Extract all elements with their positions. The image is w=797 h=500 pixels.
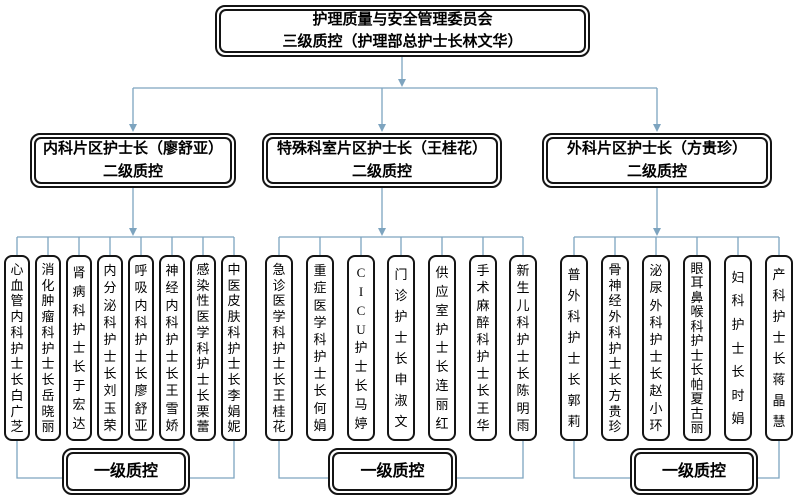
level1-label: 一级质控: [661, 462, 726, 480]
level1-box: 一级质控: [62, 448, 190, 495]
unit-box: 感染性医学科护士长栗蕾: [190, 255, 216, 441]
unit-box: 供应室护士长连丽红: [428, 255, 456, 441]
level1-box: 一级质控: [328, 448, 457, 495]
unit-box: 产科护士长蒋晶慧: [765, 255, 793, 441]
unit-box: 重症医学科护士长何娟: [306, 255, 334, 441]
arrowheads: [129, 79, 661, 236]
committee-title: 护理质量与安全管理委员会: [312, 11, 493, 28]
unit-box: 普外科护士长郭莉: [560, 255, 588, 441]
level2-subtitle: 二级质控: [351, 163, 412, 180]
unit-box: 心血管内科护士长白广芝: [4, 255, 30, 441]
unit-box: 眼耳鼻喉科护士长帕夏古丽: [683, 255, 711, 441]
level1-box: 一级质控: [630, 448, 758, 495]
unit-box: 神经内科护士长王雪娇: [159, 255, 185, 441]
committee-subtitle: 三级质控（护理部总护士长林文华）: [282, 34, 523, 50]
unit-box: 骨神经外科护士长方贵珍: [601, 255, 629, 441]
unit-box: 手术麻醉科护士长王华: [469, 255, 497, 441]
level2-box-surgery: 外科片区护士长（方贵珍） 二级质控: [542, 133, 772, 188]
level2-subtitle: 二级质控: [102, 163, 163, 180]
unit-box: 妇科护士长时娟: [724, 255, 752, 441]
level2-subtitle: 二级质控: [626, 163, 687, 180]
unit-box: 门诊护士长申淑文: [387, 255, 415, 441]
level2-title: 外科片区护士长（方贵珍）: [566, 141, 747, 157]
level2-box-special-depts: 特殊科室片区护士长（王桂花） 二级质控: [262, 133, 502, 188]
unit-box: 新生儿科护士长陈明雨: [509, 255, 537, 441]
level2-title: 特殊科室片区护士长（王桂花）: [276, 141, 487, 157]
level2-box-internal-medicine: 内科片区护士长（廖舒亚） 二级质控: [30, 133, 236, 188]
level1-label: 一级质控: [360, 462, 425, 480]
unit-box: 急诊医学科护士长王桂花: [265, 255, 293, 441]
unit-box: 泌尿外科护士长赵小环: [642, 255, 670, 441]
unit-box: 消化肿瘤科护士长岳晓丽: [35, 255, 61, 441]
level2-title: 内科片区护士长（廖舒亚）: [42, 141, 223, 157]
committee-box: 护理质量与安全管理委员会 三级质控（护理部总护士长林文华）: [215, 5, 590, 57]
unit-box: 呼吸内科护士长廖舒亚: [128, 255, 154, 441]
unit-box: 中医皮肤科护士长李娟妮: [221, 255, 247, 441]
unit-box: 内分泌科护士长刘玉荣: [97, 255, 123, 441]
unit-box: 肾病科护士长于宏达: [66, 255, 92, 441]
level1-label: 一级质控: [93, 462, 158, 480]
